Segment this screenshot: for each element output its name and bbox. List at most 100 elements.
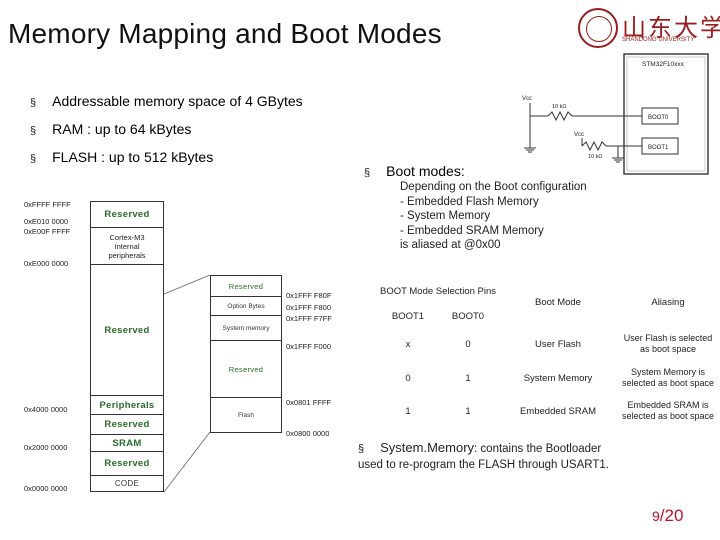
table-cell-alias: System Memory is selected as boot space bbox=[621, 367, 715, 388]
memory-block-sram: SRAM bbox=[90, 434, 164, 452]
address-label: 0x2000 0000 bbox=[24, 443, 68, 452]
address-label: 0x0800 0000 bbox=[286, 429, 330, 438]
boot0-pin-label: BOOT0 bbox=[648, 115, 669, 121]
bullet-item: § FLASH : up to 512 kBytes bbox=[30, 149, 213, 165]
table-cell-alias: User Flash is selected as boot space bbox=[623, 333, 713, 354]
memory-block-code: CODE bbox=[90, 475, 164, 492]
table-cell-mode: System Memory bbox=[523, 372, 593, 384]
logo-chinese-text: 山东大学 bbox=[622, 14, 720, 42]
table-header-boot1: BOOT1 bbox=[391, 310, 425, 322]
boot-description-line: Depending on the Boot configuration bbox=[400, 181, 587, 193]
address-label: 0x0000 0000 bbox=[24, 484, 68, 493]
zoom-block-reserved: Reserved bbox=[210, 340, 282, 398]
vcc1-label: Vcc bbox=[522, 96, 532, 102]
boot-pin-schematic: STM32F10xxx BOOT0 BOOT1 Vcc 10 kΩ Vcc 10… bbox=[522, 53, 709, 175]
zoom-block-flash: Flash bbox=[210, 397, 282, 433]
bullet-text: Addressable memory space of 4 GBytes bbox=[52, 93, 303, 109]
bullet-icon: § bbox=[358, 443, 365, 455]
boot-description-line: - System Memory bbox=[400, 210, 491, 222]
bullet-icon: § bbox=[30, 97, 37, 109]
boot-modes-heading-text: Boot modes: bbox=[386, 163, 465, 179]
bullet-item: § RAM : up to 64 kBytes bbox=[30, 121, 191, 137]
bullet-icon: § bbox=[30, 153, 37, 165]
block-label: Reserved bbox=[104, 209, 150, 220]
zoom-block-system-memory: System memory bbox=[210, 315, 282, 341]
boot1-pin-label: BOOT1 bbox=[648, 145, 669, 151]
block-label: Option Bytes bbox=[227, 302, 265, 310]
page-separator: / bbox=[659, 506, 665, 525]
note-text: used to re-program the FLASH through USA… bbox=[358, 459, 609, 471]
memory-block-reserved: Reserved bbox=[90, 451, 164, 476]
table-cell-boot0: 1 bbox=[465, 405, 471, 417]
address-label: 0x1FFF F800 bbox=[286, 303, 332, 312]
boot-description-line: is aliased at @0x00 bbox=[400, 239, 501, 251]
address-label: 0x1FFF F80F bbox=[286, 291, 332, 300]
bullet-text: FLASH : up to 512 kBytes bbox=[52, 149, 214, 165]
table-cell-boot1: 1 bbox=[405, 405, 411, 417]
zoom-block-option-bytes: Option Bytes bbox=[210, 296, 282, 316]
table-header-boot0: BOOT0 bbox=[451, 310, 485, 322]
table-cell-alias: Embedded SRAM is selected as boot space bbox=[621, 400, 715, 421]
address-label: 0x4000 0000 bbox=[24, 405, 68, 414]
table-header-aliasing: Aliasing bbox=[651, 296, 685, 308]
page-total: 20 bbox=[664, 506, 684, 525]
slide-title: Memory Mapping and Boot Modes bbox=[8, 18, 442, 49]
address-label: 0x1FFF F000 bbox=[286, 342, 332, 351]
block-label: System memory bbox=[222, 324, 270, 332]
table-row: x 0 User Flash User Flash is selected as… bbox=[378, 326, 718, 362]
block-label: Cortex-M3 Internal peripherals bbox=[108, 232, 146, 260]
table-cell-boot0: 0 bbox=[465, 338, 471, 350]
block-label: Reserved bbox=[104, 419, 150, 430]
university-logo: 山东大学 SHANDONG UNIVERSITY bbox=[578, 8, 720, 52]
block-label: CODE bbox=[114, 479, 140, 488]
table-cell-boot0: 1 bbox=[465, 372, 471, 384]
note-text: : contains the Bootloader bbox=[474, 443, 602, 455]
table-cell-mode: Embedded SRAM bbox=[519, 405, 597, 417]
table-row: 0 1 System Memory System Memory is selec… bbox=[378, 362, 718, 394]
address-label: 0x1FFF F7FF bbox=[286, 314, 332, 323]
block-label: Reserved bbox=[104, 324, 150, 336]
vcc2-label: Vcc bbox=[574, 132, 584, 138]
note-term: System.Memory bbox=[380, 440, 475, 455]
page-number: 9/20 bbox=[652, 506, 683, 526]
block-label: Peripherals bbox=[99, 399, 155, 411]
boot-description-line: - Embedded Flash Memory bbox=[400, 195, 539, 208]
logo-english-text: SHANDONG UNIVERSITY bbox=[622, 37, 695, 43]
boot-mode-table: BOOT Mode Selection Pins Boot Mode Alias… bbox=[378, 278, 718, 428]
page-current: 9 bbox=[652, 508, 660, 524]
bullet-icon: § bbox=[364, 167, 371, 179]
table-header-pins: BOOT Mode Selection Pins bbox=[380, 286, 496, 297]
table-header-mode: Boot Mode bbox=[535, 296, 581, 308]
address-label: 0x0801 FFFF bbox=[286, 398, 332, 407]
table-cell-mode: User Flash bbox=[535, 338, 581, 350]
block-label: Flash bbox=[238, 411, 254, 419]
memory-block-reserved: Reserved bbox=[90, 414, 164, 435]
block-label: SRAM bbox=[112, 437, 142, 449]
boot-description: Depending on the Boot configuration - Em… bbox=[400, 180, 587, 253]
block-label: Reserved bbox=[228, 281, 264, 291]
table-cell-boot1: x bbox=[405, 338, 411, 350]
r1-label: 10 kΩ bbox=[552, 104, 567, 110]
table-row: 1 1 Embedded SRAM Embedded SRAM is selec… bbox=[378, 394, 718, 428]
block-label: Reserved bbox=[228, 364, 264, 374]
bullet-item: § Addressable memory space of 4 GBytes bbox=[30, 93, 303, 109]
memory-block-reserved: Reserved bbox=[90, 201, 164, 228]
memory-block-reserved: Reserved bbox=[90, 264, 164, 396]
r2-label: 10 kΩ bbox=[588, 154, 603, 160]
memory-block-peripherals: Peripherals bbox=[90, 395, 164, 415]
seal-icon bbox=[578, 8, 618, 48]
table-cell-boot1: 0 bbox=[405, 372, 411, 384]
boot-modes-heading: § Boot modes: bbox=[364, 163, 465, 179]
block-label: Reserved bbox=[104, 458, 150, 469]
zoom-block-reserved: Reserved bbox=[210, 275, 282, 297]
system-memory-note: §System.Memory: contains the Bootloader … bbox=[358, 440, 609, 471]
boot-description-line: - Embedded SRAM Memory bbox=[400, 224, 544, 237]
bullet-text: RAM : up to 64 kBytes bbox=[52, 121, 192, 137]
bullet-icon: § bbox=[30, 125, 37, 137]
chip-label: STM32F10xxx bbox=[642, 61, 685, 68]
address-label: 0xE000 0000 bbox=[24, 259, 69, 268]
address-label: 0xE00F FFFF bbox=[24, 227, 71, 236]
memory-block-cortex: Cortex-M3 Internal peripherals bbox=[90, 227, 164, 265]
address-label: 0xFFFF FFFF bbox=[24, 200, 71, 209]
address-label: 0xE010 0000 bbox=[24, 217, 69, 226]
